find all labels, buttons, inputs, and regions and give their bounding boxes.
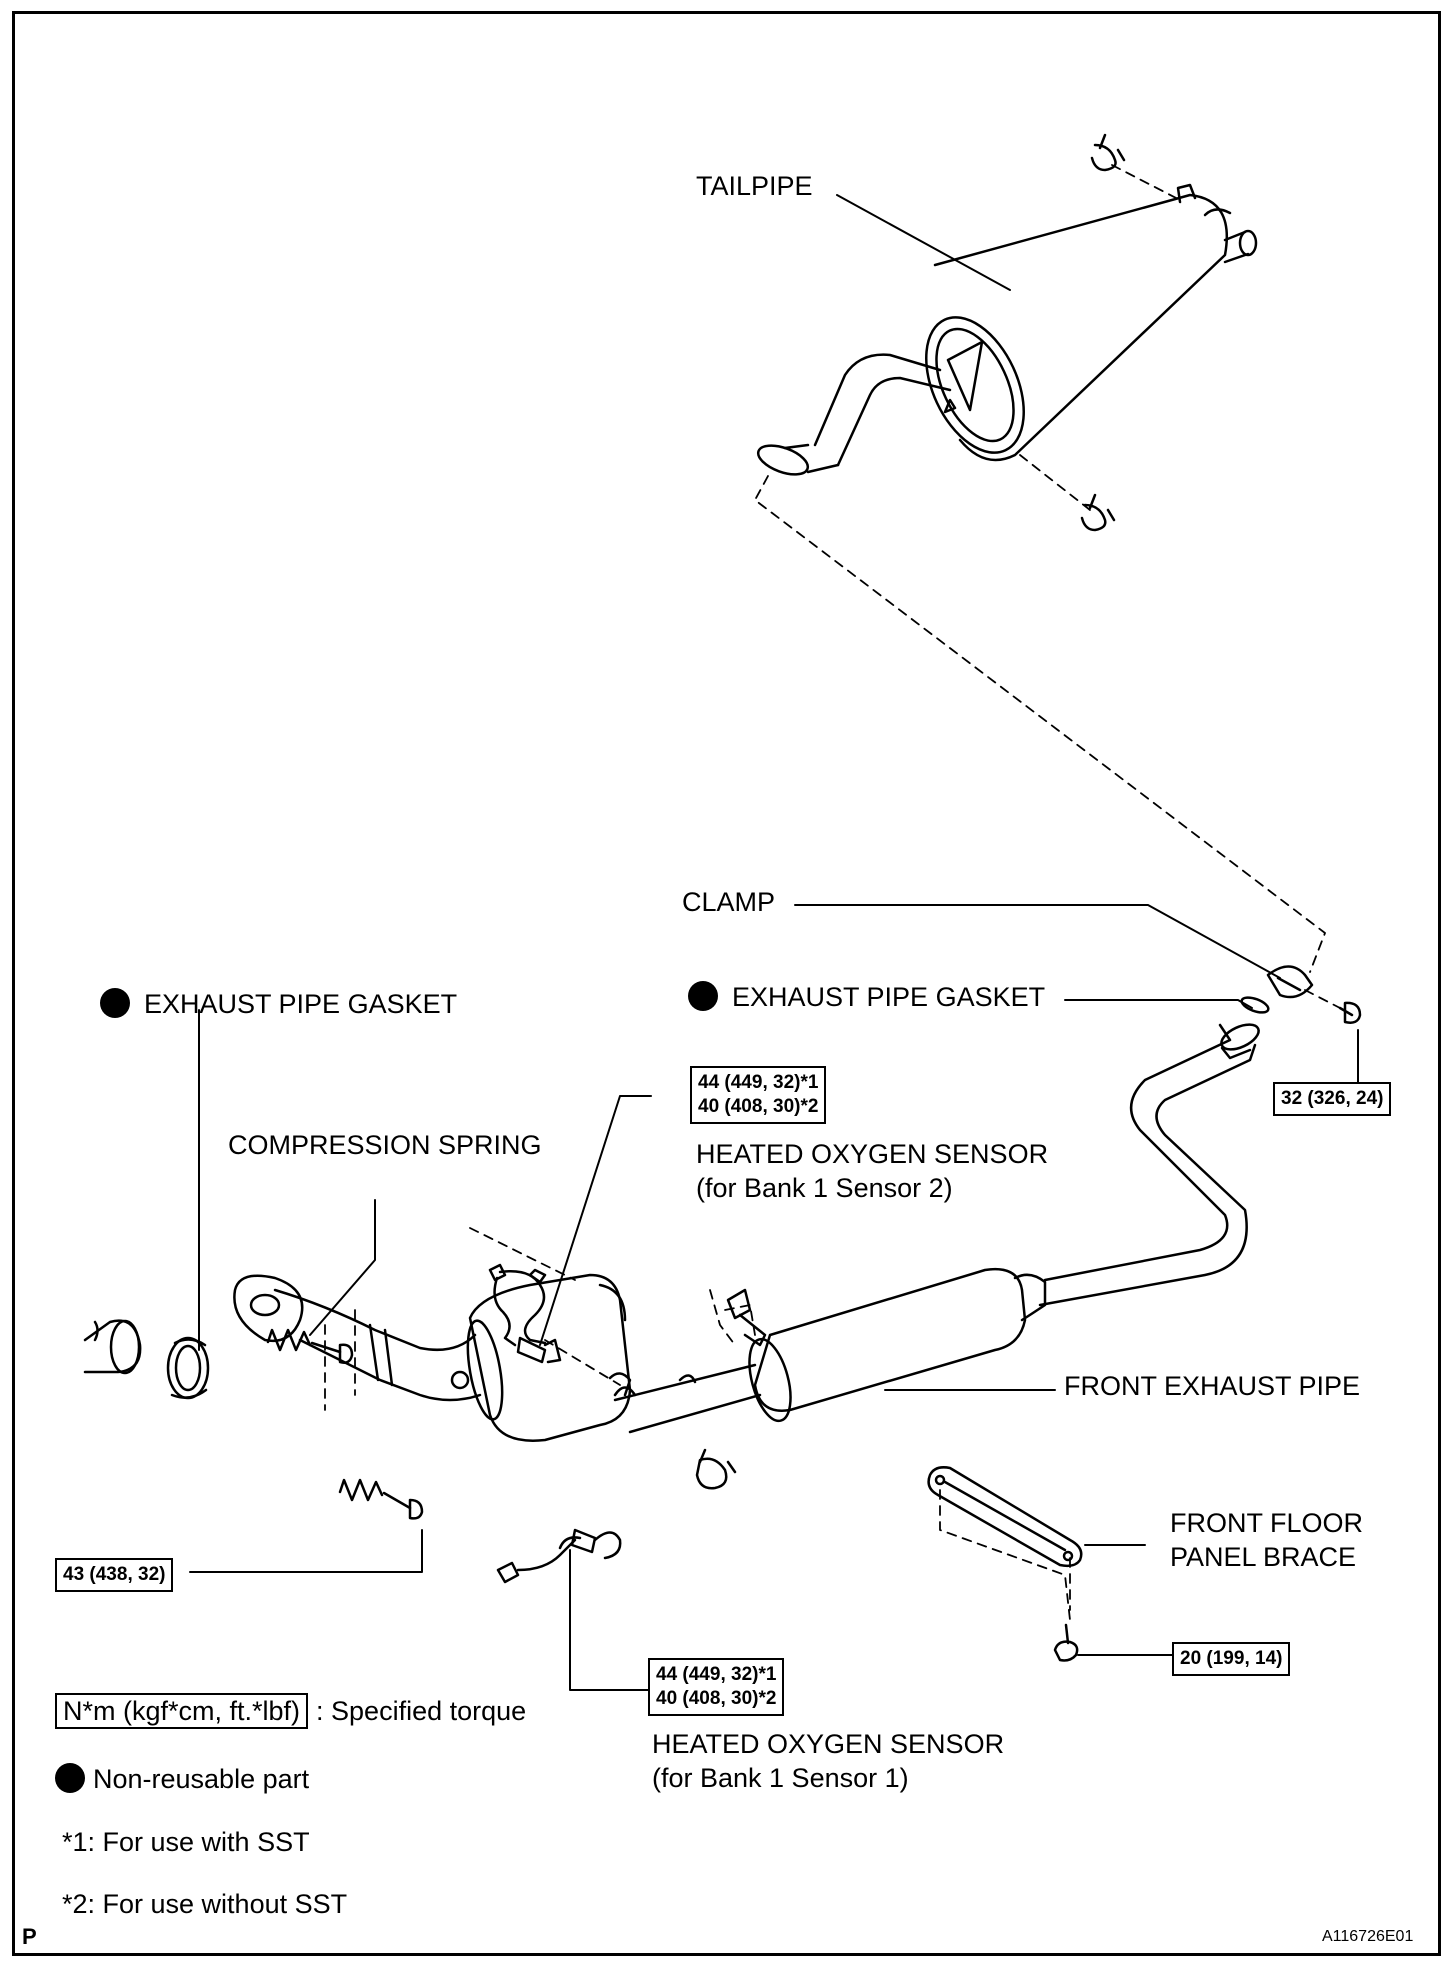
tailpipe-muffler [756,133,1258,532]
non-reusable-dot-icon [100,988,130,1018]
label-clamp: CLAMP [682,887,776,917]
compression-springs-and-bolts [266,1328,424,1520]
torque-sensor1-sst: 44 (449, 32)*1 [656,1664,777,1685]
legend-non-reusable-text: Non-reusable part [93,1764,310,1794]
torque-sensor2-box: 44 (449, 32)*1 40 (408, 30)*2 [690,1066,827,1124]
torque-sensor2-nosst: 40 (408, 30)*2 [698,1096,819,1117]
torque-clamp-bolt: 32 (326, 24) [1273,1082,1392,1116]
figure-id: A116726E01 [1322,1928,1414,1945]
front-hanger [608,1372,737,1490]
torque-brace-bolt: 20 (199, 14) [1172,1642,1291,1676]
gasket-right-text: EXHAUST PIPE GASKET [732,982,1046,1012]
oxygen-sensor-1-part [496,1528,622,1584]
gasket-left-text: EXHAUST PIPE GASKET [144,989,458,1019]
label-hos-b1s1-name: HEATED OXYGEN SENSOR [652,1729,1005,1759]
label-hos-b1s2-name: HEATED OXYGEN SENSOR [696,1139,1049,1169]
page-mark: P [22,1924,37,1949]
diagram-frame [12,11,1441,1956]
torque-sensor1-box: 44 (449, 32)*1 40 (408, 30)*2 [648,1658,785,1716]
torque-sensor1-nosst: 40 (408, 30)*2 [656,1688,777,1709]
label-front-exhaust-pipe: FRONT EXHAUST PIPE [1064,1371,1361,1401]
label-compression-spring: COMPRESSION SPRING [228,1130,542,1160]
label-front-floor-brace-1: FRONT FLOOR [1170,1508,1364,1538]
oxygen-sensor-2-part [488,1263,562,1364]
legend-torque-desc: : Specified torque [316,1696,527,1726]
legend-note2: *2: For use without SST [62,1889,348,1919]
front-floor-panel-brace [927,1466,1083,1662]
label-hos-b1s2-sub: (for Bank 1 Sensor 2) [696,1173,953,1203]
torque-manifold-bolt: 43 (438, 32) [55,1558,174,1592]
label-gasket-left: EXHAUST PIPE GASKET [100,988,457,1020]
torque-sensor2-sst: 44 (449, 32)*1 [698,1072,819,1093]
front-exhaust-pipe-part [233,1023,1260,1442]
legend-torque: N*m (kgf*cm, ft.*lbf): Specified torque [55,1693,526,1729]
label-front-floor-brace-2: PANEL BRACE [1170,1542,1357,1572]
legend-non-reusable: Non-reusable part [55,1763,309,1795]
legend-torque-unit: N*m (kgf*cm, ft.*lbf) [55,1693,309,1729]
clamp-part [1240,965,1362,1024]
label-hos-b1s1-sub: (for Bank 1 Sensor 1) [652,1763,909,1793]
manifold-stub-and-gasket [83,1319,210,1400]
label-tailpipe: TAILPIPE [696,171,813,201]
non-reusable-dot-icon [55,1763,85,1793]
non-reusable-dot-icon [688,981,718,1011]
legend-note1: *1: For use with SST [62,1827,310,1857]
label-gasket-right: EXHAUST PIPE GASKET [688,981,1045,1013]
